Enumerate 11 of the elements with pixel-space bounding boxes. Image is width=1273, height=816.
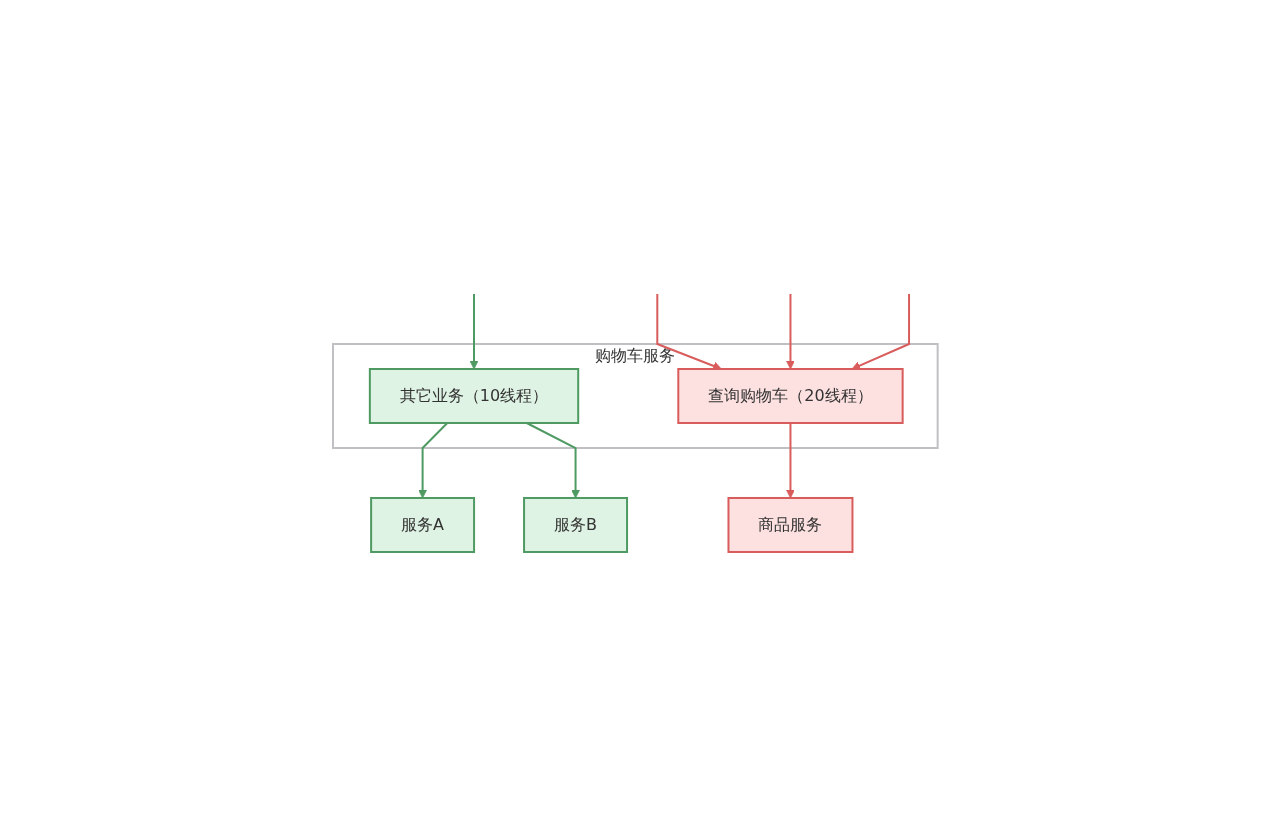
- node-box: 服务A: [370, 497, 476, 553]
- arrow: [786, 293, 796, 370]
- node-box: 商品服务: [727, 497, 854, 553]
- arrow: [786, 422, 796, 499]
- node-box: 其它业务（10线程）: [369, 368, 580, 424]
- arrow: [852, 293, 911, 370]
- arrow: [526, 422, 581, 499]
- node-box: 服务B: [523, 497, 629, 553]
- arrow: [470, 293, 479, 370]
- node-box: 查询购物车（20线程）: [677, 368, 905, 424]
- arrow: [418, 422, 449, 499]
